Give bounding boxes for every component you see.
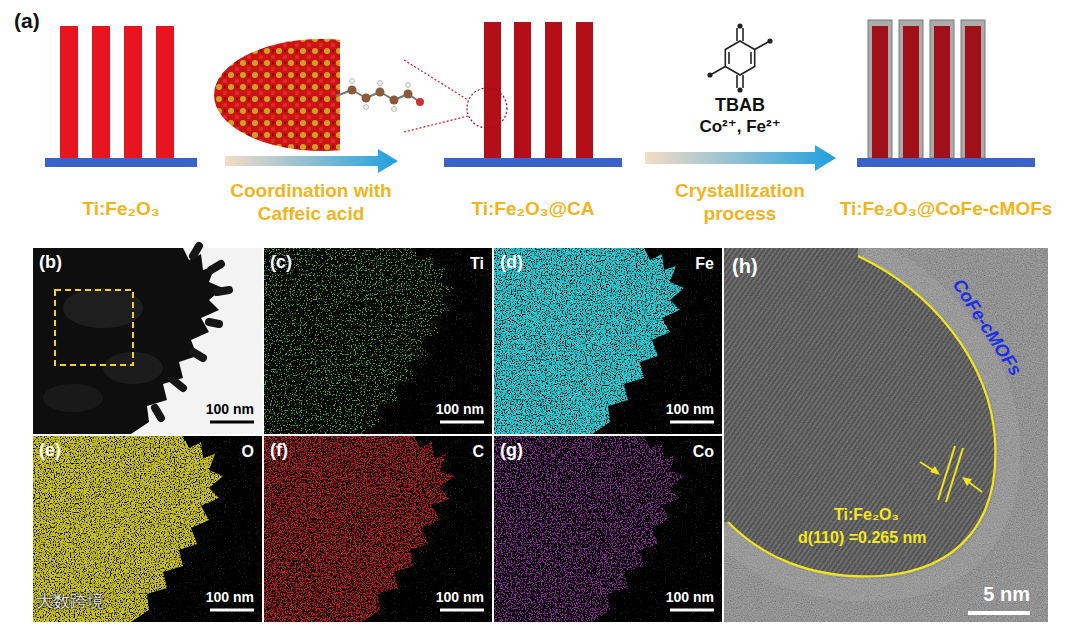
stage-1: [45, 26, 197, 167]
panel-label: (g): [500, 440, 523, 462]
stage-label: Ti:Fe₂O₃@CoFe-cMOFs: [826, 198, 1066, 221]
scale-label: 100 nm: [666, 589, 714, 606]
scale-label: 100 nm: [666, 401, 714, 418]
nanoparticle-illustration: [214, 39, 430, 151]
scale-label: 100 nm: [206, 401, 254, 418]
scale-label: 100 nm: [206, 589, 254, 606]
process-arrow: [645, 145, 836, 171]
stage-label: Ti:Fe₂O₃@CA: [433, 198, 633, 221]
eds-map: [264, 248, 492, 434]
element-label: Co: [693, 442, 714, 461]
panel-label: (f): [270, 440, 288, 462]
eds-map: [33, 436, 262, 622]
hrtem-image: [724, 248, 1048, 622]
stage-3: [857, 20, 1035, 167]
spacing-label: d(110) =0.265 nm: [798, 528, 927, 547]
image-panel: (g) Co 100 nm: [494, 436, 722, 622]
process-label: Crystallization process: [650, 180, 830, 226]
process-arrow: [225, 149, 398, 173]
image-panel: (h) CoFe-cMOFsTi:Fe₂O₃ d(110) =0.265 nm 5 n…: [724, 248, 1048, 622]
image-panel: (b) 100 nm: [33, 248, 262, 434]
element-label: C: [472, 442, 484, 461]
panel-label: (h): [732, 254, 758, 278]
element-label: Fe: [695, 254, 714, 273]
scale-label: 100 nm: [436, 589, 484, 606]
scale-label: 100 nm: [436, 401, 484, 418]
watermark: 大数跨境: [36, 592, 104, 612]
panel-label: (c): [270, 252, 292, 274]
image-panel: (c) Ti 100 nm: [264, 248, 492, 434]
image-panel: (e) O 100 nm: [33, 436, 262, 622]
phase-label: Ti:Fe₂O₃: [834, 505, 899, 524]
element-label: O: [242, 442, 254, 461]
process-label: Coordination with Caffeic acid: [211, 180, 411, 226]
panel-label: (d): [500, 252, 523, 274]
panel-label: (e): [39, 440, 61, 462]
quinone-molecule: [708, 24, 772, 92]
element-label: Ti: [470, 254, 484, 273]
eds-map: [264, 436, 492, 622]
scale-label: 5 nm: [983, 582, 1030, 606]
panel-label: (a): [14, 8, 40, 33]
reagent-label: Co²⁺, Fe²⁺: [670, 117, 810, 137]
tem-image: [33, 246, 262, 434]
stage-label: Ti:Fe₂O₃: [31, 198, 211, 221]
stage-2: [404, 22, 622, 167]
shell-label: CoFe-cMOFs: [947, 275, 1026, 380]
panel-label: (b): [39, 252, 62, 274]
reagent-label: TBAB: [680, 95, 800, 117]
eds-map: [494, 436, 722, 622]
image-panel: (d) Fe 100 nm: [494, 248, 722, 434]
eds-map: [494, 248, 722, 434]
image-panel: (f) C 100 nm: [264, 436, 492, 622]
